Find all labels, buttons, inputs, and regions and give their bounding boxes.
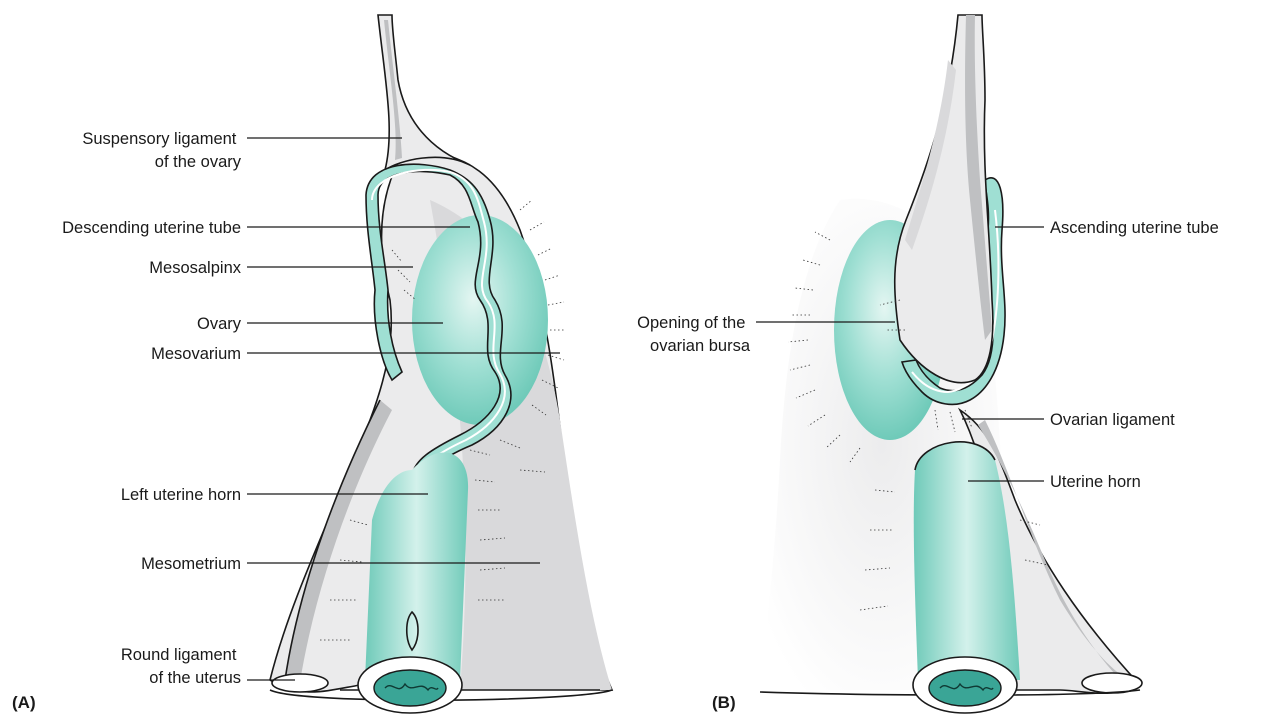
suspensory-ligament — [378, 15, 470, 170]
label-suspensory-ligament: Suspensory ligament of the ovary — [82, 130, 241, 171]
label-opening-ovarian-bursa: Opening of the ovarian bursa — [637, 314, 751, 355]
label-mesosalpinx: Mesosalpinx — [149, 259, 241, 277]
label-ascending-uterine-tube: Ascending uterine tube — [1050, 219, 1219, 237]
panel-a-letter: (A) — [12, 693, 36, 712]
label-left-uterine-horn: Left uterine horn — [121, 486, 241, 504]
label-mesovarium: Mesovarium — [151, 345, 241, 363]
label-uterine-horn: Uterine horn — [1050, 473, 1141, 491]
label-round-ligament: Round ligament of the uterus — [121, 646, 241, 687]
label-mesometrium: Mesometrium — [141, 555, 241, 573]
panel-a-drawing — [270, 15, 612, 713]
panel-b-letter: (B) — [712, 693, 736, 712]
label-ovarian-ligament: Ovarian ligament — [1050, 411, 1175, 429]
label-ovary: Ovary — [197, 315, 242, 333]
panel-b-drawing — [760, 15, 1142, 713]
label-descending-uterine-tube: Descending uterine tube — [62, 219, 241, 237]
